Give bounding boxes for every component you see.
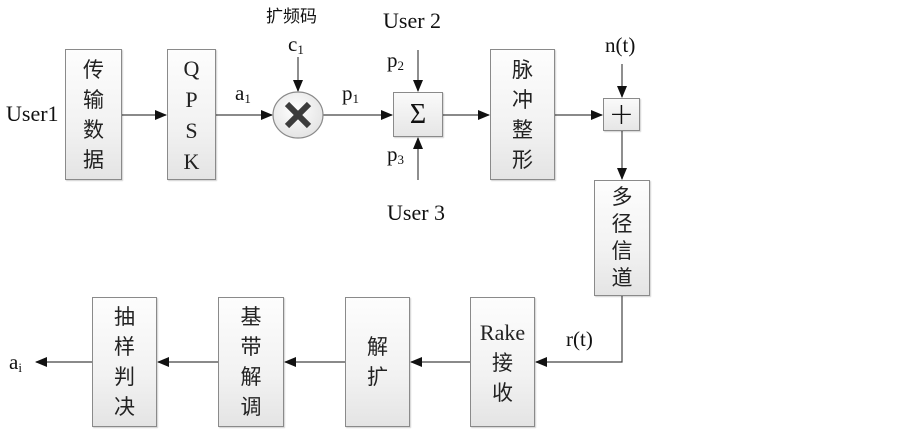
spreading-code-label: 扩频码 (266, 7, 317, 27)
block-multipath-channel: 多 径 信 道 (594, 180, 650, 296)
block-pulse-shaping: 脉 冲 整 形 (490, 49, 555, 180)
block-rake-receiver: Rake 接 收 (470, 297, 535, 427)
sigma-icon: Σ (409, 98, 427, 130)
user3-label: User 3 (387, 200, 446, 225)
user1-label: User1 (6, 101, 59, 126)
block-baseband-demod: 基 带 解 调 (218, 297, 284, 427)
adder-node: + (603, 98, 640, 131)
multiplier-node (272, 91, 324, 139)
block-transmit-data: 传 输 数 据 (65, 49, 122, 180)
signal-p2-label: p2 (387, 48, 404, 73)
arrow-channel-to-rake (535, 296, 623, 367)
user2-label: User 2 (383, 8, 442, 33)
block-multipath-channel-text: 多 径 信 道 (611, 185, 633, 290)
block-rake-receiver-text: Rake 接 收 (479, 319, 526, 405)
plus-icon: + (608, 96, 635, 132)
block-qpsk-text: Q P S K (183, 55, 200, 174)
signal-p1-label: p1 (342, 81, 359, 106)
block-baseband-demod-text: 基 带 解 调 (240, 305, 262, 419)
block-despread: 解 扩 (345, 297, 410, 427)
block-transmit-data-text: 传 输 数 据 (83, 57, 104, 172)
block-pulse-shaping-text: 脉 冲 整 形 (512, 57, 533, 172)
signal-a1-label: a1 (235, 81, 251, 106)
signal-p3-label: p3 (387, 142, 404, 167)
noise-label: n(t) (605, 33, 636, 57)
block-qpsk: Q P S K (167, 49, 216, 180)
signal-rt-label: r(t) (566, 327, 593, 351)
summer-node: Σ (393, 92, 443, 137)
block-sample-decide: 抽 样 判 决 (92, 297, 157, 427)
block-despread-text: 解 扩 (367, 335, 388, 389)
output-ai-label: ai (9, 350, 22, 375)
code-c1-label: c1 (288, 32, 304, 57)
multiply-icon (284, 101, 312, 129)
block-sample-decide-text: 抽 样 判 决 (114, 305, 135, 419)
